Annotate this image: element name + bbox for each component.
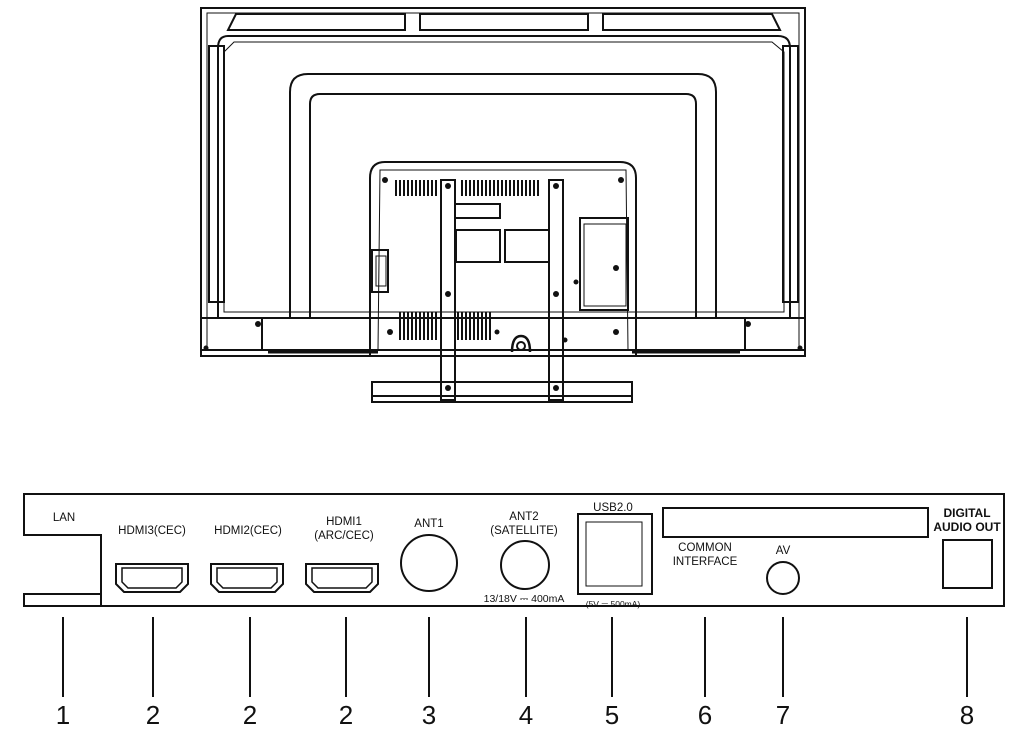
av-label: AV bbox=[775, 545, 791, 557]
callout-number: 2 bbox=[338, 700, 354, 730]
hdmi1-label-line2: (ARC/CEC) bbox=[314, 530, 374, 542]
callout-number: 5 bbox=[604, 700, 620, 730]
common-interface-slot bbox=[662, 507, 929, 538]
digital-audio-port bbox=[942, 539, 993, 589]
callout-number: 2 bbox=[242, 700, 258, 730]
digital-label-line2: AUDIO OUT bbox=[933, 520, 1001, 534]
ant2-power-label: 13/18V ⎓ 400mA bbox=[483, 593, 565, 605]
usb-label: USB2.0 bbox=[593, 502, 633, 514]
hdmi1-label: HDMI1 (ARC/CEC) bbox=[314, 515, 373, 543]
ant2-port bbox=[500, 540, 550, 590]
hdmi1-port bbox=[305, 563, 379, 593]
ant1-label: ANT1 bbox=[414, 518, 444, 530]
ant2-label: ANT2 (SATELLITE) bbox=[490, 510, 558, 538]
hdmi2-port bbox=[210, 563, 284, 593]
callout-number: 8 bbox=[959, 700, 975, 730]
callout-number: 6 bbox=[697, 700, 713, 730]
hdmi1-label-line1: HDMI1 bbox=[326, 516, 362, 528]
usb-port bbox=[577, 513, 653, 595]
ci-label-line1: COMMON bbox=[678, 542, 732, 554]
tv-rear-view bbox=[200, 7, 806, 403]
ant2-label-line2: (SATELLITE) bbox=[490, 525, 558, 537]
callout-number: 3 bbox=[421, 700, 437, 730]
usb-power-label: (5V ⎓ 500mA) bbox=[585, 599, 641, 609]
ant1-port bbox=[400, 534, 458, 592]
hdmi3-label: HDMI3(CEC) bbox=[118, 525, 186, 537]
callout-number: 4 bbox=[518, 700, 534, 730]
lan-label: LAN bbox=[52, 512, 76, 524]
digital-audio-label: DIGITAL AUDIO OUT bbox=[933, 506, 1000, 534]
hdmi2-label: HDMI2(CEC) bbox=[214, 525, 282, 537]
digital-label-line1: DIGITAL bbox=[943, 506, 991, 520]
ant2-label-line1: ANT2 bbox=[509, 511, 539, 523]
ci-label-line2: INTERFACE bbox=[672, 556, 738, 568]
av-port bbox=[766, 561, 800, 595]
callout-number: 7 bbox=[775, 700, 791, 730]
callout-number: 1 bbox=[55, 700, 71, 730]
hdmi3-port bbox=[115, 563, 189, 593]
common-interface-label: COMMON INTERFACE bbox=[673, 541, 738, 569]
callout-number: 2 bbox=[145, 700, 161, 730]
